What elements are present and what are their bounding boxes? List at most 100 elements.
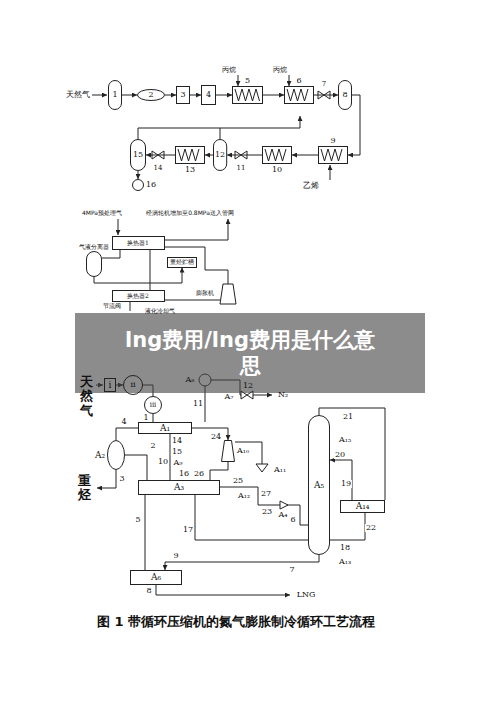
pipe: [138, 116, 300, 139]
node-label: A₅: [314, 481, 324, 490]
callout-label: 14: [171, 437, 183, 445]
flow-line: [146, 155, 175, 156]
node-label: 换热器2: [127, 293, 149, 299]
pipe: [238, 75, 239, 86]
callout-label: 12: [242, 382, 254, 390]
coil: [321, 149, 342, 161]
node-outline: [221, 440, 235, 462]
process-box: 重烃贮槽: [167, 257, 197, 268]
node-label: 4: [206, 91, 211, 99]
outline: [285, 87, 314, 104]
coil: [265, 149, 286, 161]
heat-exchanger: 9: [318, 146, 348, 164]
flow-line: [330, 460, 352, 500]
callout-label: 3: [118, 475, 125, 483]
pipe: [118, 219, 119, 235]
flow-line: [102, 250, 120, 258]
flow-line: [150, 250, 151, 290]
node-label: A₂: [95, 451, 105, 460]
callout-label: 2: [149, 442, 156, 450]
valve-symbol: [280, 501, 288, 509]
circle-node: ii: [123, 375, 143, 395]
node-label: 8: [342, 91, 347, 99]
node-label: 16: [146, 181, 156, 189]
node-label: i: [109, 381, 112, 390]
node-label: A₃: [174, 483, 184, 492]
callout-label: 11: [236, 165, 247, 172]
process-box: A₆: [130, 570, 182, 585]
node-label: 2: [148, 91, 153, 99]
node-label: iii: [150, 402, 157, 409]
callout-label: 16: [178, 470, 190, 478]
pipe-lines: [92, 75, 385, 595]
flow-line: [125, 455, 147, 480]
callout-label: 经涡轮机增加至0.8MPa送入管网: [145, 210, 235, 216]
flow-line: [94, 268, 182, 284]
flow-line: [195, 495, 308, 540]
callout-label: LNG: [296, 591, 317, 599]
coil: [178, 149, 199, 161]
process-box: 3: [176, 86, 190, 104]
outline: [112, 237, 164, 250]
node-label: 6: [296, 77, 301, 85]
node-label: A₆: [151, 573, 161, 582]
outline: [233, 87, 263, 104]
node-outline: [318, 146, 348, 164]
outline: [339, 81, 352, 110]
callout-label: 1: [142, 414, 149, 422]
process-box: 换热器1: [112, 236, 165, 250]
node-label: 15: [133, 151, 143, 159]
node-label: 1: [112, 91, 117, 99]
coil: [287, 89, 308, 101]
outline: [139, 481, 220, 495]
node-label: A₁₄: [356, 502, 370, 511]
outline: [109, 81, 122, 110]
flow-line: [227, 155, 262, 156]
outline: [177, 87, 190, 104]
flow-line: [205, 155, 213, 156]
outline: [138, 90, 165, 101]
expander-symbol: [220, 284, 236, 304]
node-label: 10: [272, 166, 282, 174]
pipe: [289, 75, 290, 86]
callout-label: 17: [182, 526, 194, 534]
flow-line: [210, 462, 228, 480]
callout-label: 液化冷却气: [144, 308, 176, 314]
process-box: i: [104, 378, 116, 392]
heat-exchanger: 10: [262, 146, 292, 164]
callout-label: 19: [340, 480, 352, 488]
outline: [222, 441, 235, 462]
outline: [131, 571, 182, 585]
callout-label: 5: [134, 516, 141, 524]
callout-label: 20: [334, 451, 346, 459]
pipe: [165, 300, 220, 301]
flow-line: [122, 95, 137, 96]
vessel-box: 1: [108, 80, 122, 110]
node-label: 气液分离器: [79, 244, 109, 250]
flow-line: [138, 171, 139, 179]
callout-label: 14: [153, 165, 164, 172]
pipe: [220, 128, 221, 139]
callout-label: A₇: [224, 393, 235, 401]
flow-line: [145, 495, 146, 570]
callout-label: A₁₃: [338, 558, 352, 566]
callout-label: 乙烯: [302, 182, 320, 190]
outline: [319, 147, 348, 164]
coil: [235, 89, 260, 101]
node-label: 12: [215, 151, 225, 159]
vessel-box: 8: [338, 80, 352, 110]
heat-exchanger: 6: [284, 86, 314, 104]
circle-node: 16: [132, 179, 144, 191]
node-label: ii: [130, 381, 135, 389]
flow-line: [192, 428, 228, 440]
node-label: 9: [330, 137, 335, 145]
callout-label: A₁₂: [237, 492, 251, 500]
vessel-box: 15: [130, 139, 146, 171]
callout-label: 7: [288, 566, 295, 574]
outline: [145, 397, 162, 414]
process-box: A₁: [138, 422, 192, 434]
pipe: [97, 470, 116, 488]
process-box: 换热器2: [112, 290, 165, 302]
node-label: 5: [245, 77, 250, 85]
figure-caption: 图 1 带循环压缩机的氮气膨胀制冷循环工艺流程: [97, 615, 375, 628]
